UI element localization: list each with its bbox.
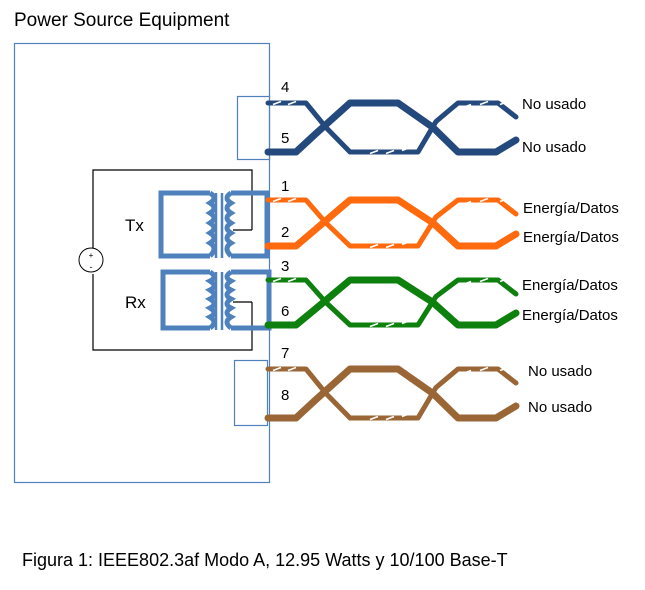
- stripe-mark: [462, 103, 472, 109]
- stripe-mark: [369, 149, 379, 155]
- stripe-mark: [401, 240, 411, 246]
- twisted-pair-4-5: 4 5 No usado No usado: [264, 79, 586, 156]
- pin-number: 8: [281, 387, 289, 404]
- pair-label: No usado: [528, 399, 592, 416]
- stripe-mark: [369, 322, 379, 328]
- pse-box: [13, 42, 271, 484]
- stripe-mark: [287, 366, 297, 372]
- stripe-mark: [272, 100, 282, 106]
- pair-label: No usado: [522, 96, 586, 113]
- stripe-mark: [287, 100, 297, 106]
- pin-number: 7: [281, 345, 289, 362]
- stripe-mark: [479, 100, 489, 106]
- pair-label: Energía/Datos: [523, 229, 619, 246]
- pair-label: Energía/Datos: [522, 277, 618, 294]
- stripe-mark: [369, 243, 379, 249]
- stripe-mark: [369, 415, 379, 421]
- stripe-mark: [401, 146, 411, 152]
- pin-number: 2: [281, 224, 289, 241]
- stripe-mark: [272, 197, 282, 203]
- stripe-mark: [272, 366, 282, 372]
- tx-label: Tx: [125, 216, 144, 235]
- stripe-mark: [462, 280, 472, 286]
- stripe-mark: [385, 243, 395, 249]
- stripe-mark: [499, 197, 509, 203]
- source-plus: +: [89, 251, 94, 260]
- pair-label: No usado: [528, 363, 592, 380]
- wire-pin-8: [264, 365, 520, 422]
- rx-transformer-icon: [160, 269, 272, 331]
- pair-label: Energía/Datos: [523, 200, 619, 217]
- stripe-mark: [287, 197, 297, 203]
- figure-caption: Figura 1: IEEE802.3af Modo A, 12.95 Watt…: [22, 550, 508, 570]
- pair-label: No usado: [522, 139, 586, 156]
- stripe-mark: [499, 100, 509, 106]
- stripe-mark: [462, 200, 472, 206]
- dc-voltage-source-icon: + -: [78, 247, 104, 274]
- wire-pin-5: [264, 99, 520, 156]
- pin-number: 3: [281, 258, 289, 275]
- stripe-mark: [499, 366, 509, 372]
- rx-label: Rx: [125, 293, 146, 312]
- unused-pair-box-4-5: [236, 95, 271, 161]
- stripe-mark: [479, 366, 489, 372]
- stripe-mark: [401, 412, 411, 418]
- pin-number: 5: [281, 130, 289, 147]
- stripe-mark: [272, 277, 282, 283]
- stripe-mark: [479, 197, 489, 203]
- twisted-pair-7-8: 7 8 No usado No usado: [264, 345, 592, 422]
- stripe-mark: [385, 415, 395, 421]
- stripe-mark: [385, 149, 395, 155]
- pair-label: Energía/Datos: [522, 307, 618, 324]
- stripe-mark: [499, 277, 509, 283]
- diagram-title: Power Source Equipment: [14, 10, 230, 31]
- unused-pair-box-7-8: [233, 359, 269, 427]
- stripe-mark: [401, 319, 411, 325]
- pin-number: 4: [281, 79, 289, 96]
- tx-transformer-icon: [158, 190, 270, 259]
- stripe-mark: [385, 322, 395, 328]
- pin-number: 6: [281, 303, 289, 320]
- pin-number: 1: [281, 178, 289, 195]
- stripe-mark: [462, 369, 472, 375]
- stripe-mark: [287, 277, 297, 283]
- wire-pin-2: [264, 196, 520, 250]
- source-minus: -: [90, 262, 93, 272]
- wire-pin-6: [264, 276, 520, 329]
- stripe-mark: [479, 277, 489, 283]
